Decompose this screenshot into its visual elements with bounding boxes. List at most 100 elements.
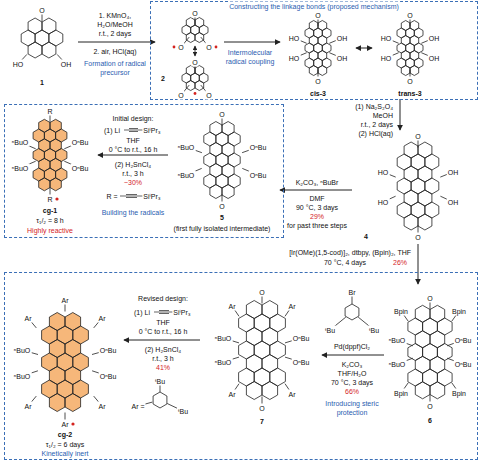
- reagent-text: R =: [105, 192, 118, 201]
- molecule-structure: [397, 142, 439, 230]
- reagent-text: SiⁱPr₃: [142, 192, 161, 201]
- atom-label: O: [191, 9, 198, 18]
- compound: 2: [155, 10, 224, 100]
- atom-label: Ar: [61, 420, 70, 429]
- atom-label: HO: [288, 34, 301, 43]
- reagent-text: 2. air, HCl(aq): [92, 47, 137, 56]
- reagent-text: DMF: [308, 194, 325, 203]
- compound-note: Kinetically inert: [40, 449, 89, 458]
- molecule-structure: [204, 122, 240, 199]
- compound-label: cg-2: [57, 430, 73, 439]
- reagent-text: Introducing steric protection: [320, 399, 384, 417]
- region-title: Initial design:: [112, 114, 155, 123]
- atom-label: ⁿBuO: [388, 336, 407, 345]
- reaction-arrow: [400, 99, 401, 130]
- atom-label: Ar: [228, 390, 237, 399]
- atom-label: Ar: [24, 402, 33, 411]
- compound: 1: [4, 3, 78, 90]
- molecule-structure: [408, 305, 452, 399]
- reagent-text: H₂O/MeOH: [96, 20, 133, 29]
- reagent-text: (1) Li: [103, 126, 121, 135]
- reagent-text: 66%: [344, 387, 360, 396]
- atom-label: HO: [12, 60, 25, 69]
- atom-label: O: [426, 402, 433, 411]
- atom-label: ᵗBu: [324, 326, 336, 335]
- atom-label: OH: [60, 60, 73, 69]
- reagent-text: Building the radicals: [101, 208, 166, 217]
- reagent-text: THF: [125, 136, 141, 145]
- atom-label: OH: [447, 168, 460, 177]
- atom-label: OH: [447, 198, 460, 207]
- atom-label: O: [314, 11, 321, 20]
- atom-label: Bpin: [451, 307, 467, 316]
- atom-label: ⁿBuO: [388, 360, 407, 369]
- atom-label: ⁿBuO: [214, 358, 233, 367]
- reaction-arrow: [98, 155, 168, 156]
- atom-label: OH: [428, 54, 441, 63]
- molecule-structure: [345, 304, 359, 320]
- compound: 4: [352, 130, 475, 244]
- atom-label: OⁿBu: [454, 360, 473, 369]
- reagent-text: r.t., 3 h: [121, 169, 144, 178]
- reagent-text: [Ir(OMe)(1,5-cod)]₂, dtbpy, (Bpin)₂, THF: [288, 248, 412, 257]
- reagent-text: MeOH: [372, 111, 394, 120]
- compound-label: 4: [363, 232, 369, 241]
- reagent-text: 26%: [392, 258, 408, 267]
- atom-label: O: [177, 43, 184, 52]
- dashed-region: Revised design:cg-2τ₁/₂ = 6 daysKinetica…: [4, 272, 478, 460]
- atom-label: OⁿBu: [249, 143, 268, 152]
- molecule-structure: [305, 21, 331, 76]
- molecule-structure: [33, 119, 67, 191]
- reagent-text: 0 °C to r.t., 16 h: [138, 327, 189, 336]
- atom-label: Ar: [98, 314, 107, 323]
- atom-label: Ar: [288, 390, 297, 399]
- atom-label: OH: [336, 54, 349, 63]
- reagent-text: r.t., 2 days: [360, 120, 394, 129]
- compound-note: τ₁/₂ = 8 h: [35, 216, 65, 225]
- reagent-text: (1) Na₂S₂O₄: [354, 102, 394, 111]
- atom-label: Ar =: [130, 402, 145, 411]
- atom-label: OⁿBu: [292, 358, 311, 367]
- reagent-text: (2) HCl(aq): [357, 129, 394, 138]
- atom-label: ᵗBu: [368, 326, 380, 335]
- atom-label: OⁿBu: [249, 171, 268, 180]
- reagent-text: 90 °C, 3 days: [295, 203, 339, 212]
- atom-label: O: [218, 110, 225, 119]
- reaction-arrow: [78, 42, 155, 43]
- reagent-text: r.t., 2 days: [98, 29, 132, 38]
- atom-label: O: [314, 77, 321, 86]
- resonance-arrow: [195, 46, 196, 56]
- atom-label: ᵗBu: [154, 377, 166, 386]
- atom-label: HO: [380, 34, 393, 43]
- atom-label: Ar: [288, 302, 297, 311]
- reaction-arrow: [224, 42, 280, 43]
- atom-label: O: [258, 288, 265, 297]
- molecule-structure: [397, 21, 423, 76]
- atom-label: O: [426, 294, 433, 303]
- reagent-text: 70 °C, 4 days: [323, 258, 367, 267]
- atom-label: Ar: [24, 314, 33, 323]
- compound-label: cis-3: [309, 89, 327, 98]
- atom-label: OⁿBu: [71, 138, 90, 147]
- atom-label: HO: [380, 54, 393, 63]
- atom-label: O: [38, 6, 45, 15]
- compound-note: Highly reactive: [26, 226, 74, 235]
- atom-label: O: [218, 202, 225, 211]
- atom-label: O: [406, 77, 413, 86]
- reagent-text: for past three steps: [286, 221, 348, 230]
- atom-label: OⁿBu: [99, 372, 118, 381]
- reagent-text: K₂CO₃, ⁿBuBr: [295, 178, 340, 187]
- atom-label: Ar: [228, 302, 237, 311]
- atom-label: ⁿBuO: [11, 164, 30, 173]
- atom-label: HO: [377, 168, 390, 177]
- atom-label: R: [46, 195, 53, 204]
- atom-label: O: [414, 132, 421, 141]
- atom-label: Ar: [98, 402, 107, 411]
- radical-dot: [55, 46, 217, 426]
- reagent-text: 70 °C, 3 days: [330, 378, 374, 387]
- atom-label: OⁿBu: [71, 164, 90, 173]
- reaction-arrow: [322, 355, 384, 356]
- reagent-text: SiⁱPr₃: [172, 308, 191, 317]
- atom-label: OⁿBu: [292, 334, 311, 343]
- atom-label: OH: [336, 34, 349, 43]
